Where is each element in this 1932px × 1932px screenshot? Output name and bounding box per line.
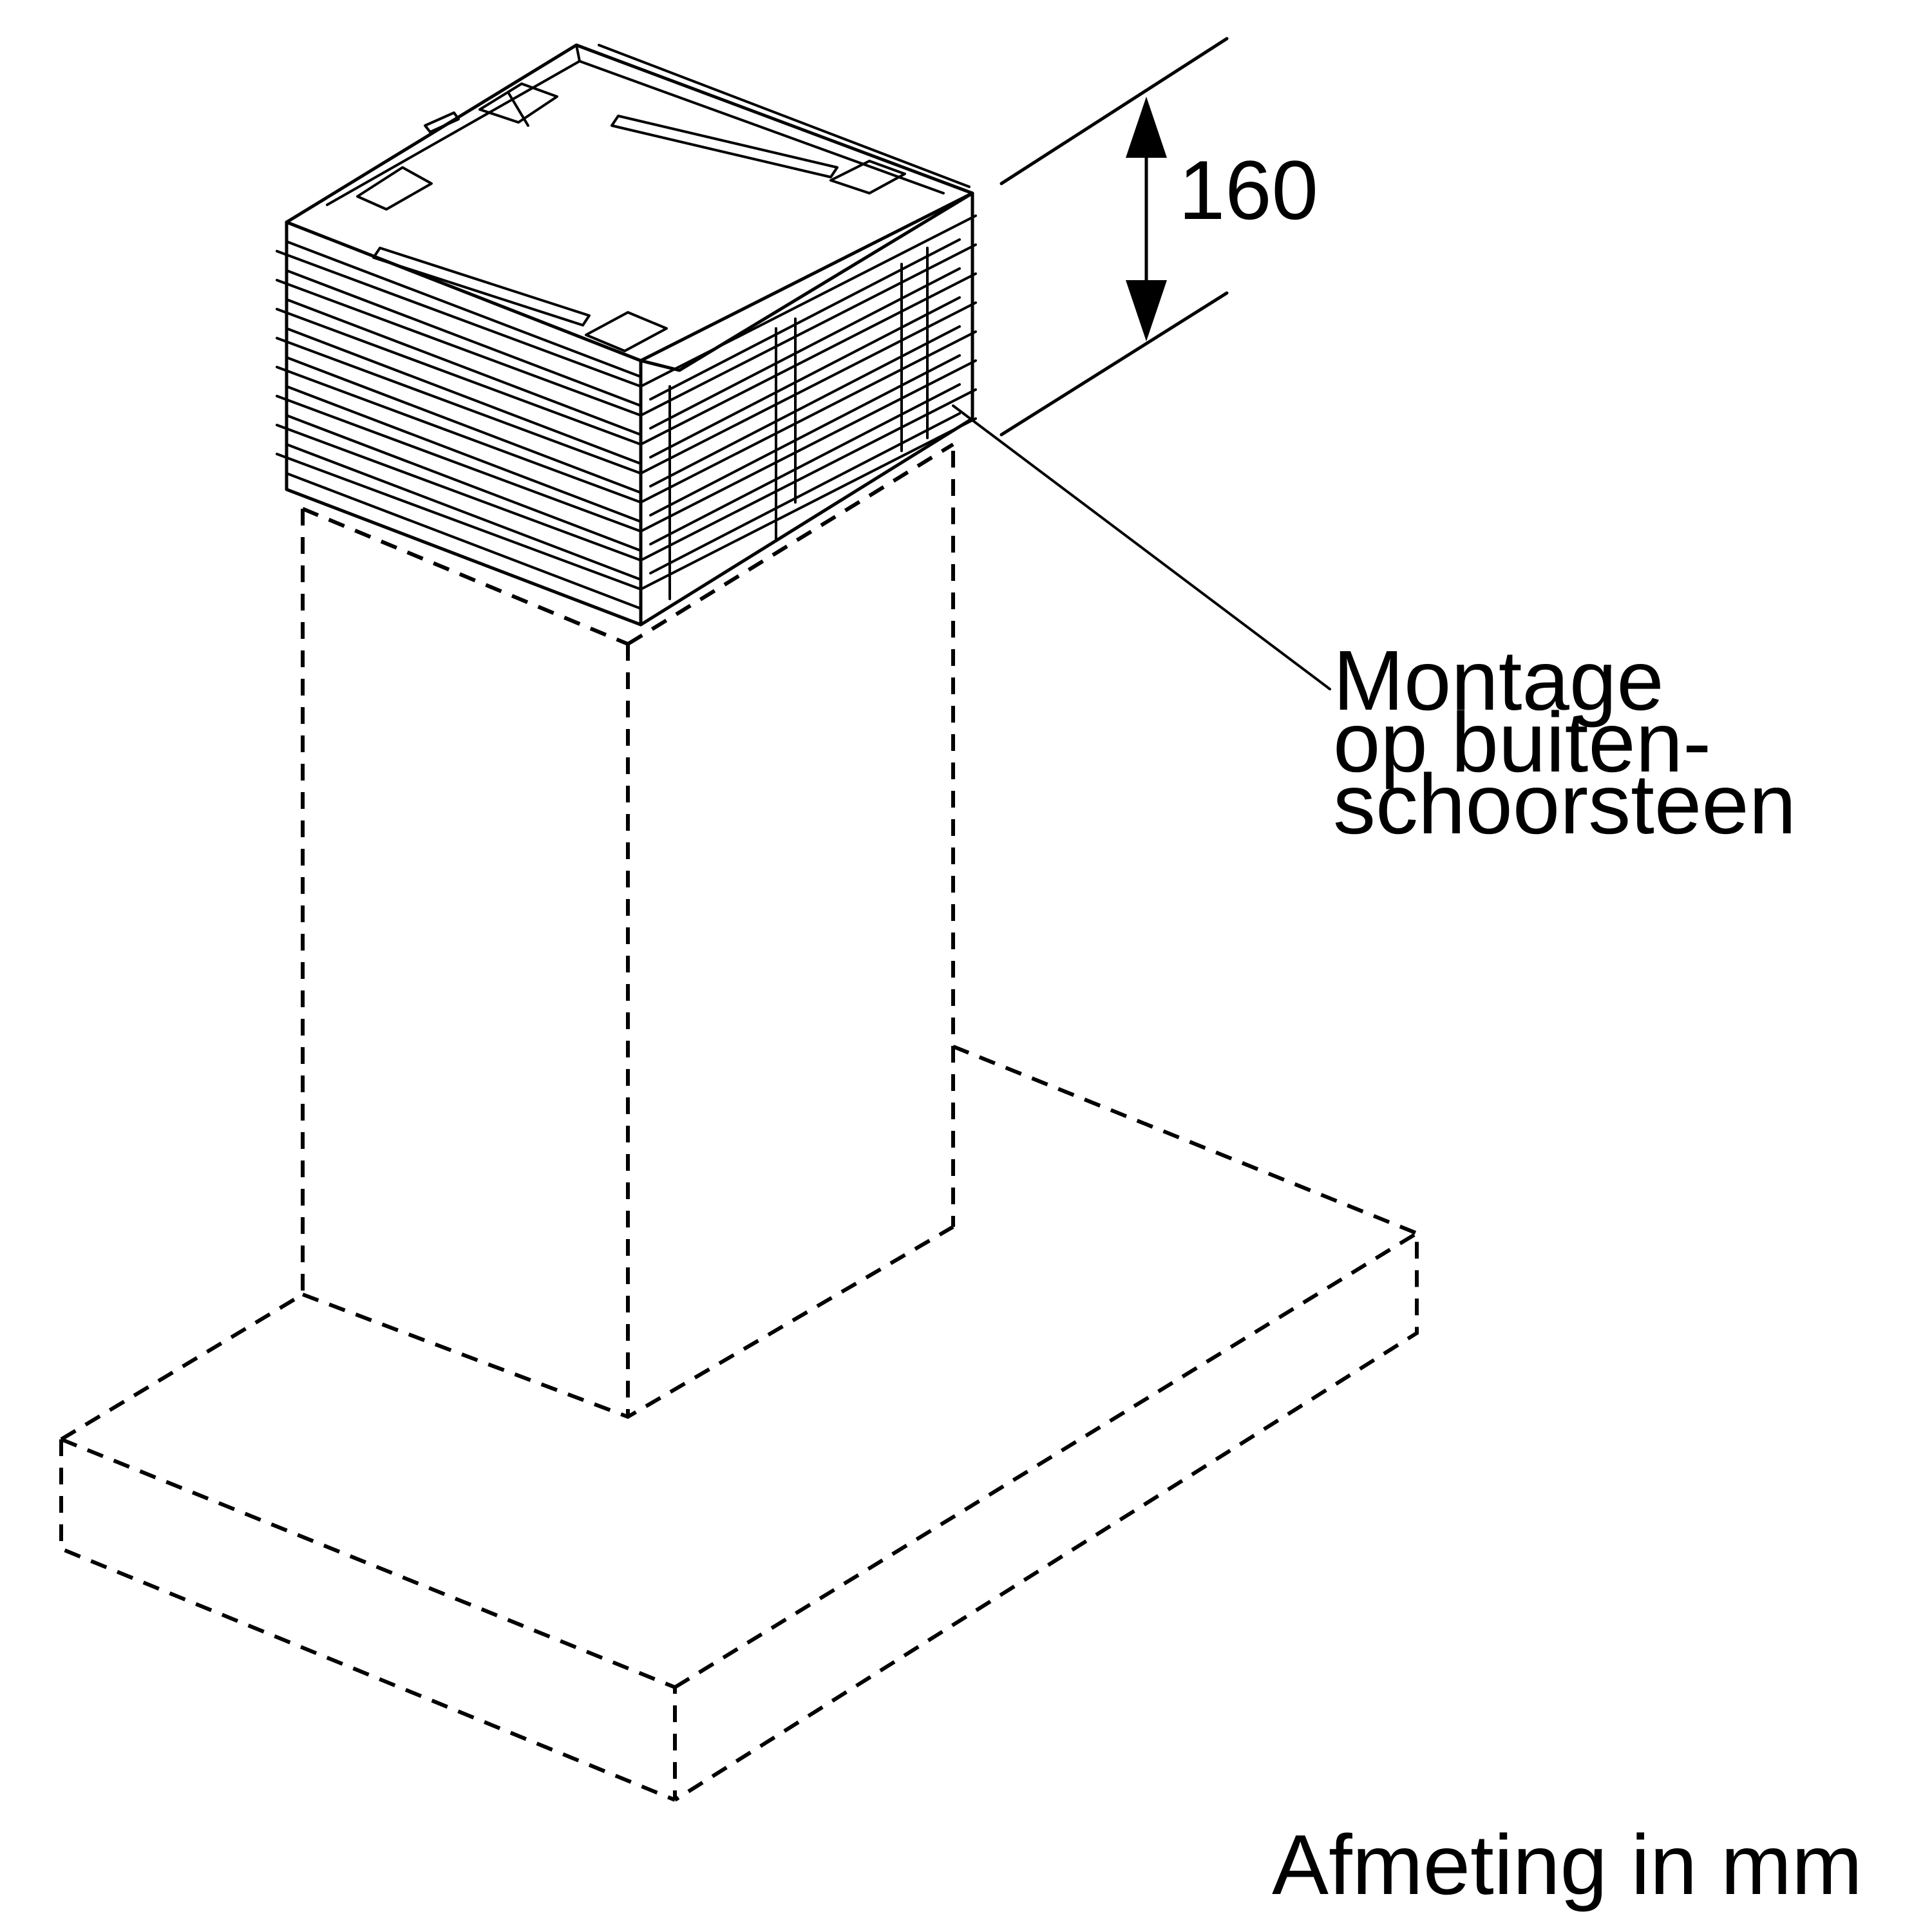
callout-line-3: schoorsteen (1333, 757, 1797, 851)
height-dimension (999, 37, 1229, 437)
callout-leader-line (952, 404, 1331, 690)
callout-text: Montage op buiten- schoorsteen (1333, 633, 1797, 851)
callout-line-2: op buiten- (1333, 695, 1712, 790)
hood-canopy-outline (59, 1045, 1419, 1802)
outlet-grille-unit (276, 43, 977, 627)
units-note: Afmeting in mm (1272, 1817, 1862, 1912)
arrow-up-icon (1126, 97, 1167, 158)
callout-line-1: Montage (1333, 633, 1664, 728)
dimension-value: 160 (1179, 143, 1318, 237)
chimney-duct-outline (301, 442, 955, 1419)
arrow-down-icon (1126, 280, 1167, 341)
